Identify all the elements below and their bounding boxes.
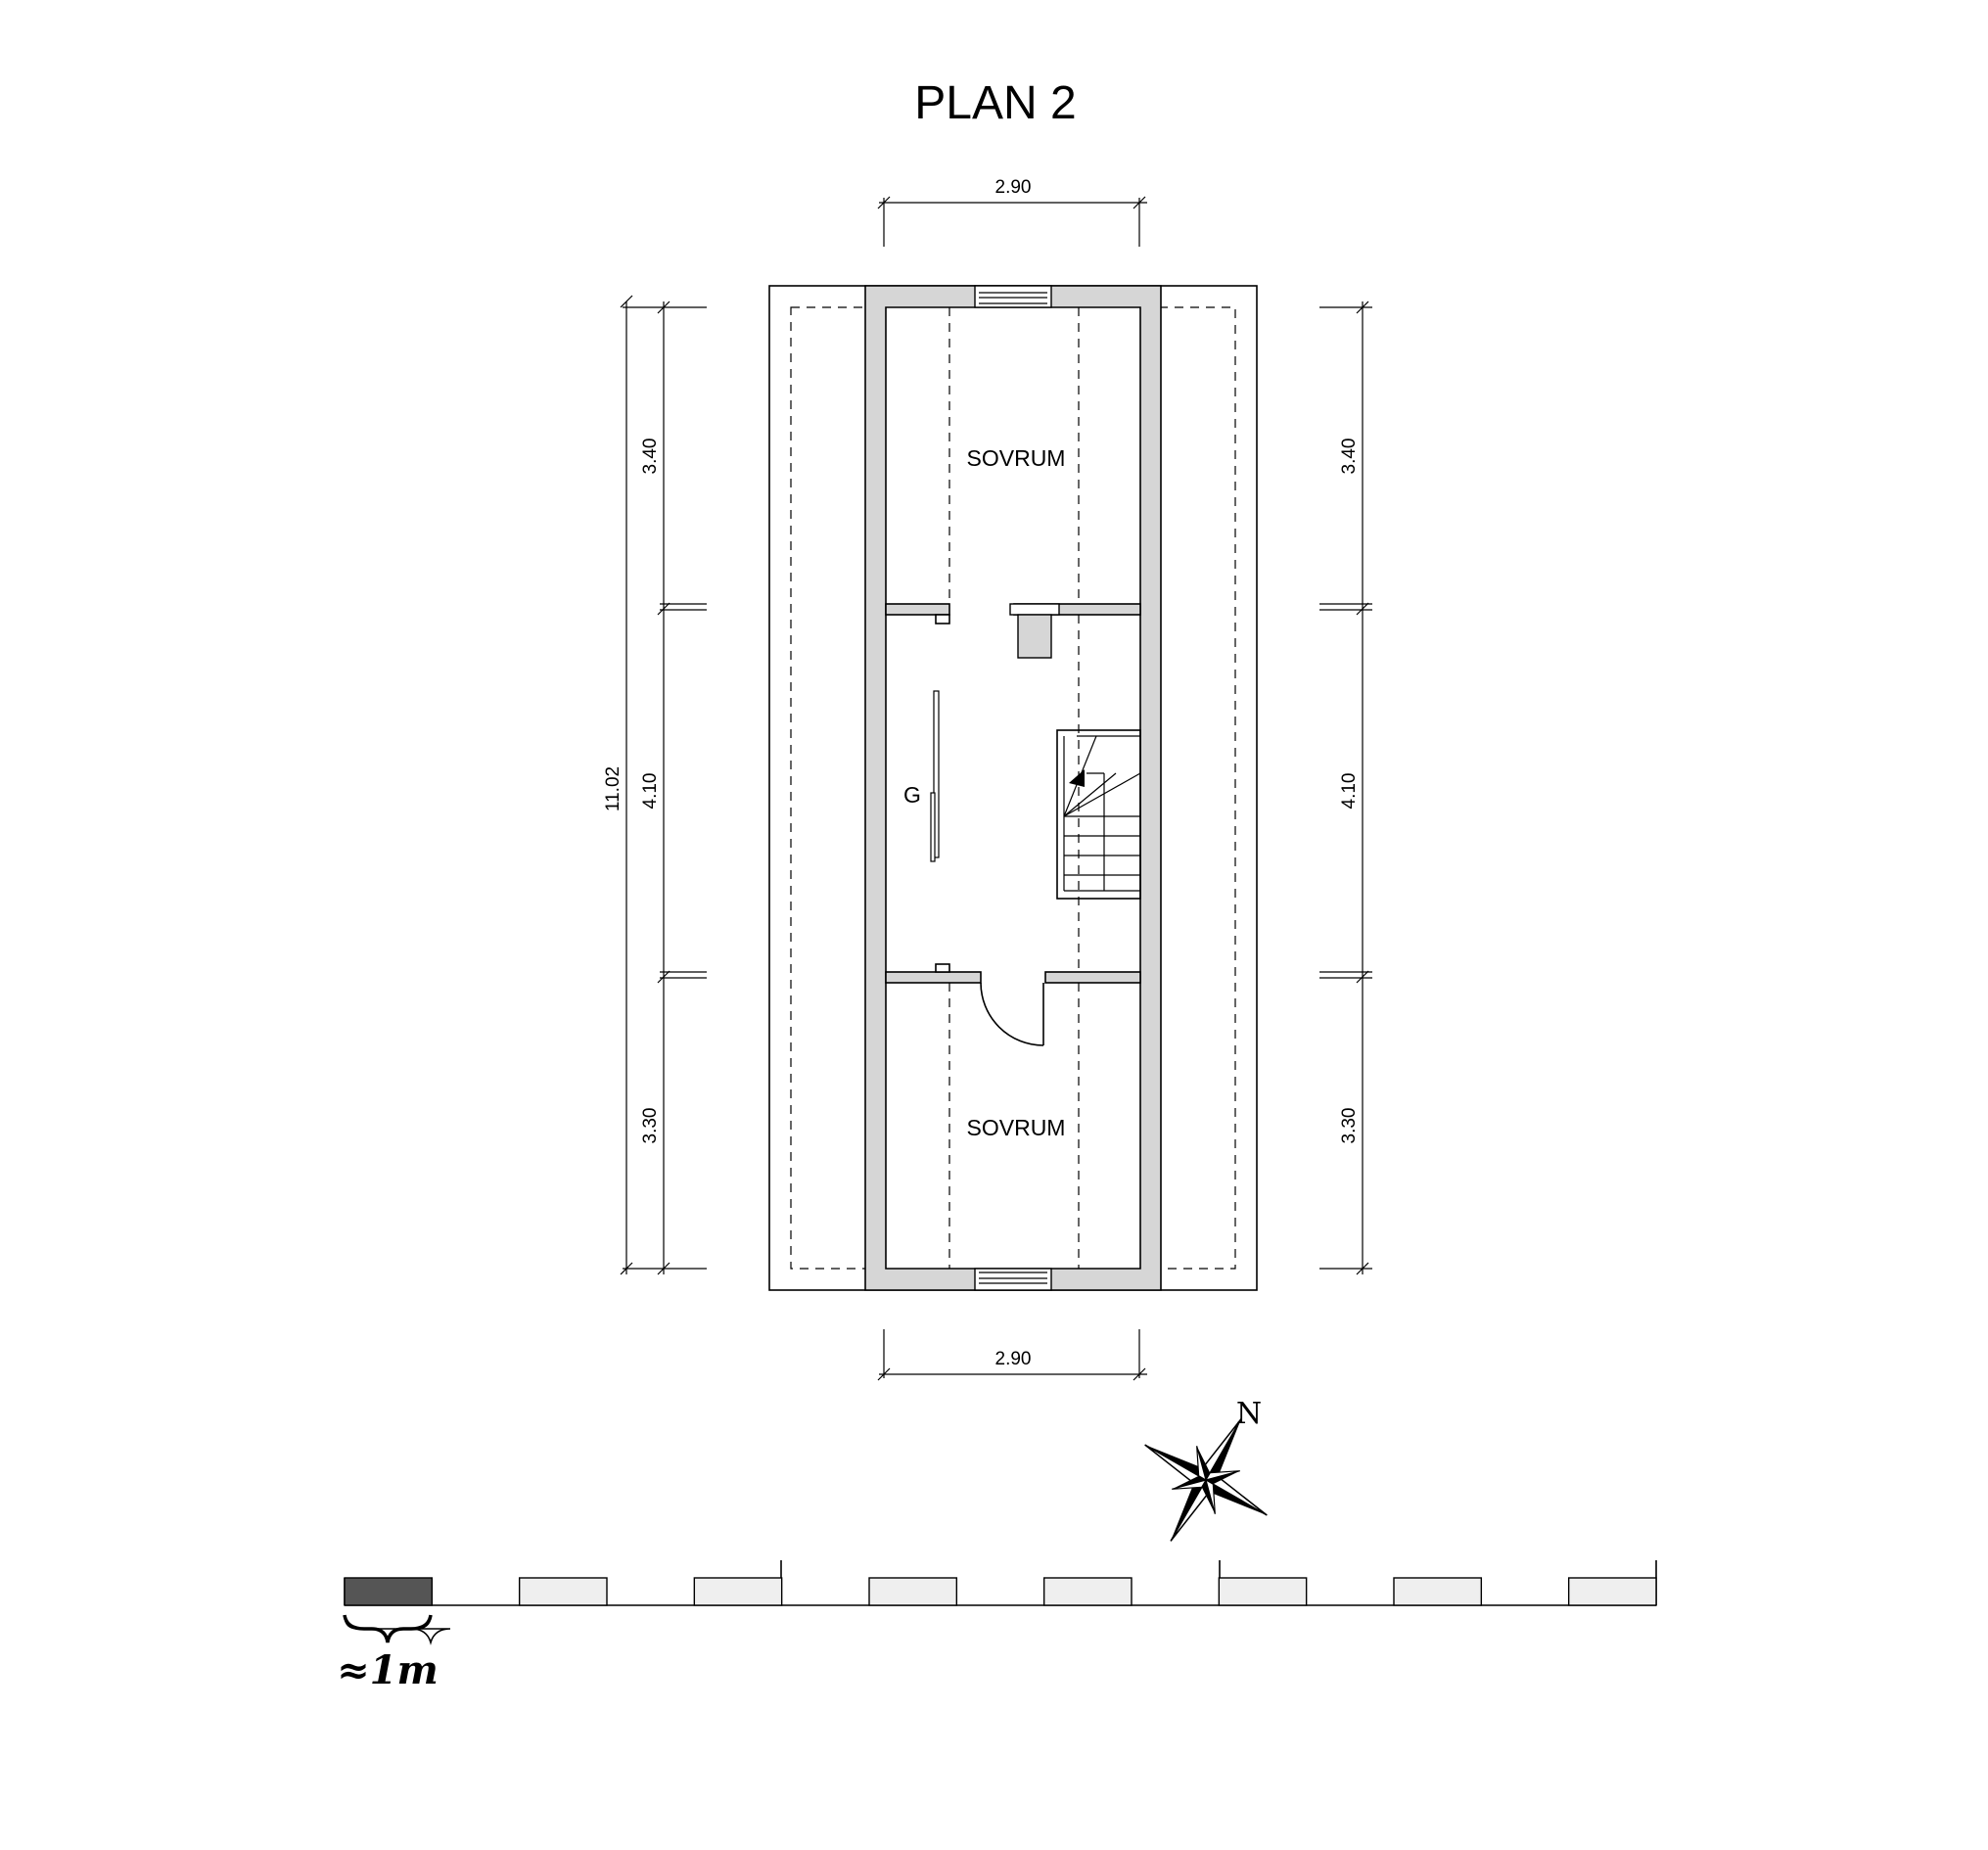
interior-walls bbox=[885, 603, 1141, 984]
compass-rose-icon bbox=[1144, 1418, 1268, 1542]
scale-bar-cell bbox=[1567, 1577, 1657, 1606]
bottom-width-label: 2.90 bbox=[995, 1349, 1032, 1369]
right-seg-2-label: 4.10 bbox=[1339, 773, 1360, 809]
left-seg-2-label: 4.10 bbox=[640, 773, 661, 809]
closet-panel bbox=[930, 690, 940, 862]
right-seg-3-label: 3.30 bbox=[1339, 1108, 1360, 1144]
top-width-label: 2.90 bbox=[995, 177, 1032, 198]
plan-title: PLAN 2 bbox=[914, 77, 1076, 129]
roof-slope-lines bbox=[948, 307, 1080, 1269]
scale-label: ≈1m bbox=[337, 1647, 439, 1693]
scale-bar-cell bbox=[1393, 1577, 1483, 1606]
stair-direction-arrow-icon bbox=[1069, 769, 1085, 787]
left-dimensions: 3.40 4.10 3.30 11.02 bbox=[603, 295, 707, 1275]
right-seg-1-label: 3.40 bbox=[1339, 439, 1360, 475]
scale-bar-cell bbox=[1307, 1578, 1394, 1605]
window-top bbox=[974, 285, 1052, 308]
door-swing bbox=[980, 982, 1044, 1046]
scale-bar bbox=[344, 1560, 1657, 1606]
scale-bar-cell bbox=[607, 1578, 694, 1605]
scale-bar-cell bbox=[344, 1577, 434, 1606]
left-seg-1-label: 3.40 bbox=[640, 439, 661, 475]
scale-bar-cell bbox=[1481, 1578, 1568, 1605]
roof-eave-left bbox=[790, 306, 876, 1270]
scale-bar-cell bbox=[868, 1577, 958, 1606]
roof-eave-right bbox=[1158, 306, 1236, 1270]
staircase bbox=[1056, 729, 1141, 900]
scale-bar-cell bbox=[518, 1577, 608, 1606]
scale-bar-cell bbox=[1218, 1577, 1308, 1606]
scale-bar-cell bbox=[956, 1578, 1043, 1605]
scale-brace-line-icon bbox=[343, 1614, 433, 1643]
chimney bbox=[1009, 603, 1060, 659]
exterior-wall bbox=[864, 285, 1162, 1291]
compass-north-label: N bbox=[1236, 1397, 1262, 1431]
scale-bar-cell bbox=[782, 1578, 869, 1605]
left-seg-3-label: 3.30 bbox=[640, 1108, 661, 1144]
left-total-label: 11.02 bbox=[603, 766, 624, 811]
right-dimensions: 3.40 4.10 3.30 bbox=[1319, 301, 1372, 1275]
bottom-width-dimension: 2.90 bbox=[877, 1329, 1147, 1381]
scale-bar-cell bbox=[1132, 1578, 1219, 1605]
room-label-bedroom-top: SOVRUM bbox=[967, 445, 1066, 471]
window-bottom bbox=[974, 1268, 1052, 1291]
top-width-dimension: 2.90 bbox=[877, 177, 1147, 247]
scale-bar-cell bbox=[1042, 1577, 1133, 1606]
scale-bar-cell bbox=[693, 1577, 783, 1606]
scale-bar-cell bbox=[432, 1578, 519, 1605]
room-label-hall: G bbox=[903, 782, 921, 808]
room-label-bedroom-bottom: SOVRUM bbox=[967, 1115, 1066, 1140]
